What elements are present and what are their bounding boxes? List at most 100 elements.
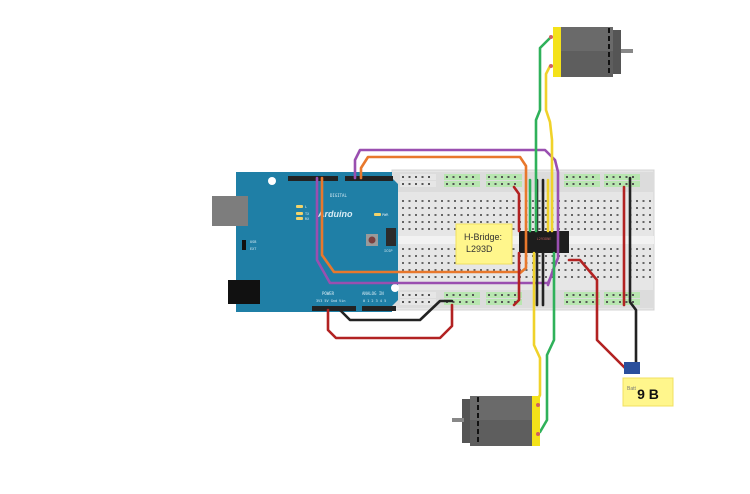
breadboard-hole xyxy=(636,207,638,209)
battery-clip xyxy=(624,362,640,374)
rail-hole xyxy=(585,183,588,185)
breadboard-hole xyxy=(447,255,450,257)
rail-hole xyxy=(592,301,594,303)
breadboard-hole xyxy=(616,276,619,278)
breadboard-hole xyxy=(649,269,651,271)
breadboard-hole xyxy=(499,200,502,202)
hbridge-label: H-Bridge: L293D xyxy=(455,223,513,265)
breadboard-hole xyxy=(408,200,411,202)
rail-hole xyxy=(612,183,615,185)
breadboard-hole xyxy=(467,269,469,271)
breadboard-hole xyxy=(616,214,619,216)
rail-hole xyxy=(606,183,608,185)
rail-hole xyxy=(408,301,411,303)
breadboard-hole xyxy=(460,207,463,209)
rail-hole xyxy=(421,301,424,303)
rail-hole xyxy=(606,294,608,296)
breadboard-hole xyxy=(421,262,424,264)
rail-segment xyxy=(486,181,522,187)
breadboard-hole xyxy=(421,207,424,209)
rail-segment xyxy=(400,292,436,298)
rail-hole xyxy=(612,301,615,303)
breadboard-hole xyxy=(402,228,404,230)
breadboard-hole xyxy=(434,200,437,202)
chip-marking: L293DNE xyxy=(537,237,552,241)
rail-hole xyxy=(428,301,430,303)
breadboard-hole xyxy=(649,221,651,223)
breadboard-hole xyxy=(454,276,456,278)
rail-hole xyxy=(606,301,608,303)
breadboard-hole xyxy=(441,228,443,230)
wire-yellow-motor-top xyxy=(544,64,554,233)
breadboard-hole xyxy=(649,248,651,250)
led-rx-label: RX xyxy=(305,217,310,221)
breadboard-hole xyxy=(636,214,638,216)
breadboard-hole xyxy=(577,228,580,230)
rail-hole xyxy=(507,176,510,178)
rail-hole xyxy=(579,301,581,303)
battery-9v: Batt 9 B xyxy=(622,362,674,407)
motor-bottom-body-highlight xyxy=(470,396,532,420)
rail-segment xyxy=(444,299,480,305)
breadboard-hole xyxy=(603,228,606,230)
breadboard-hole xyxy=(597,207,599,209)
rail-hole xyxy=(585,301,588,303)
breadboard-hole xyxy=(571,221,573,223)
battery-small-label: Batt xyxy=(627,386,637,392)
power-pins-label: 3V3 5V Gnd Vin xyxy=(316,299,346,303)
breadboard-hole xyxy=(577,276,580,278)
breadboard-hole xyxy=(649,214,651,216)
rail-segment xyxy=(444,181,480,187)
rail-segment xyxy=(604,181,640,187)
breadboard-hole xyxy=(434,262,437,264)
breadboard-hole xyxy=(577,262,580,264)
breadboard-hole xyxy=(428,248,430,250)
breadboard-hole xyxy=(636,228,638,230)
breadboard-hole xyxy=(454,269,456,271)
rail-hole xyxy=(612,294,615,296)
breadboard-hole xyxy=(460,200,463,202)
rail-hole xyxy=(459,294,461,296)
rail-hole xyxy=(465,301,468,303)
breadboard-hole xyxy=(545,255,547,257)
breadboard-hole xyxy=(551,262,554,264)
breadboard-hole xyxy=(441,207,443,209)
breadboard-hole xyxy=(434,248,437,250)
breadboard-hole xyxy=(415,221,417,223)
digital-label: DIGITAL xyxy=(330,193,347,198)
breadboard-hole xyxy=(402,248,404,250)
digital-header-low xyxy=(288,176,338,181)
breadboard-hole xyxy=(408,221,411,223)
breadboard-hole xyxy=(493,207,495,209)
rail-hole xyxy=(459,176,461,178)
rail-hole xyxy=(421,294,424,296)
breadboard-hole xyxy=(467,200,469,202)
breadboard-hole xyxy=(408,228,411,230)
breadboard-hole xyxy=(603,255,606,257)
breadboard-hole xyxy=(428,207,430,209)
breadboard-hole xyxy=(577,214,580,216)
breadboard-hole xyxy=(597,200,599,202)
breadboard-hole xyxy=(480,214,482,216)
breadboard-hole xyxy=(408,269,411,271)
breadboard-hole xyxy=(649,276,651,278)
breadboard-hole xyxy=(467,221,469,223)
power-label: POWER xyxy=(322,291,335,296)
rail-hole xyxy=(415,183,417,185)
breadboard-hole xyxy=(564,214,567,216)
breadboard-hole xyxy=(447,276,450,278)
breadboard-hole xyxy=(460,269,463,271)
breadboard-hole xyxy=(447,269,450,271)
wire-black-gnd-right xyxy=(628,176,638,368)
breadboard-hole xyxy=(434,221,437,223)
led-tx xyxy=(296,212,303,215)
rail-hole xyxy=(428,183,430,185)
breadboard-hole xyxy=(636,255,638,257)
rail-hole xyxy=(465,183,468,185)
rail-hole xyxy=(507,183,510,185)
breadboard-hole xyxy=(467,207,469,209)
breadboard-hole xyxy=(642,207,645,209)
breadboard-hole xyxy=(642,276,645,278)
breadboard-hole xyxy=(493,214,495,216)
breadboard-hole xyxy=(493,276,495,278)
